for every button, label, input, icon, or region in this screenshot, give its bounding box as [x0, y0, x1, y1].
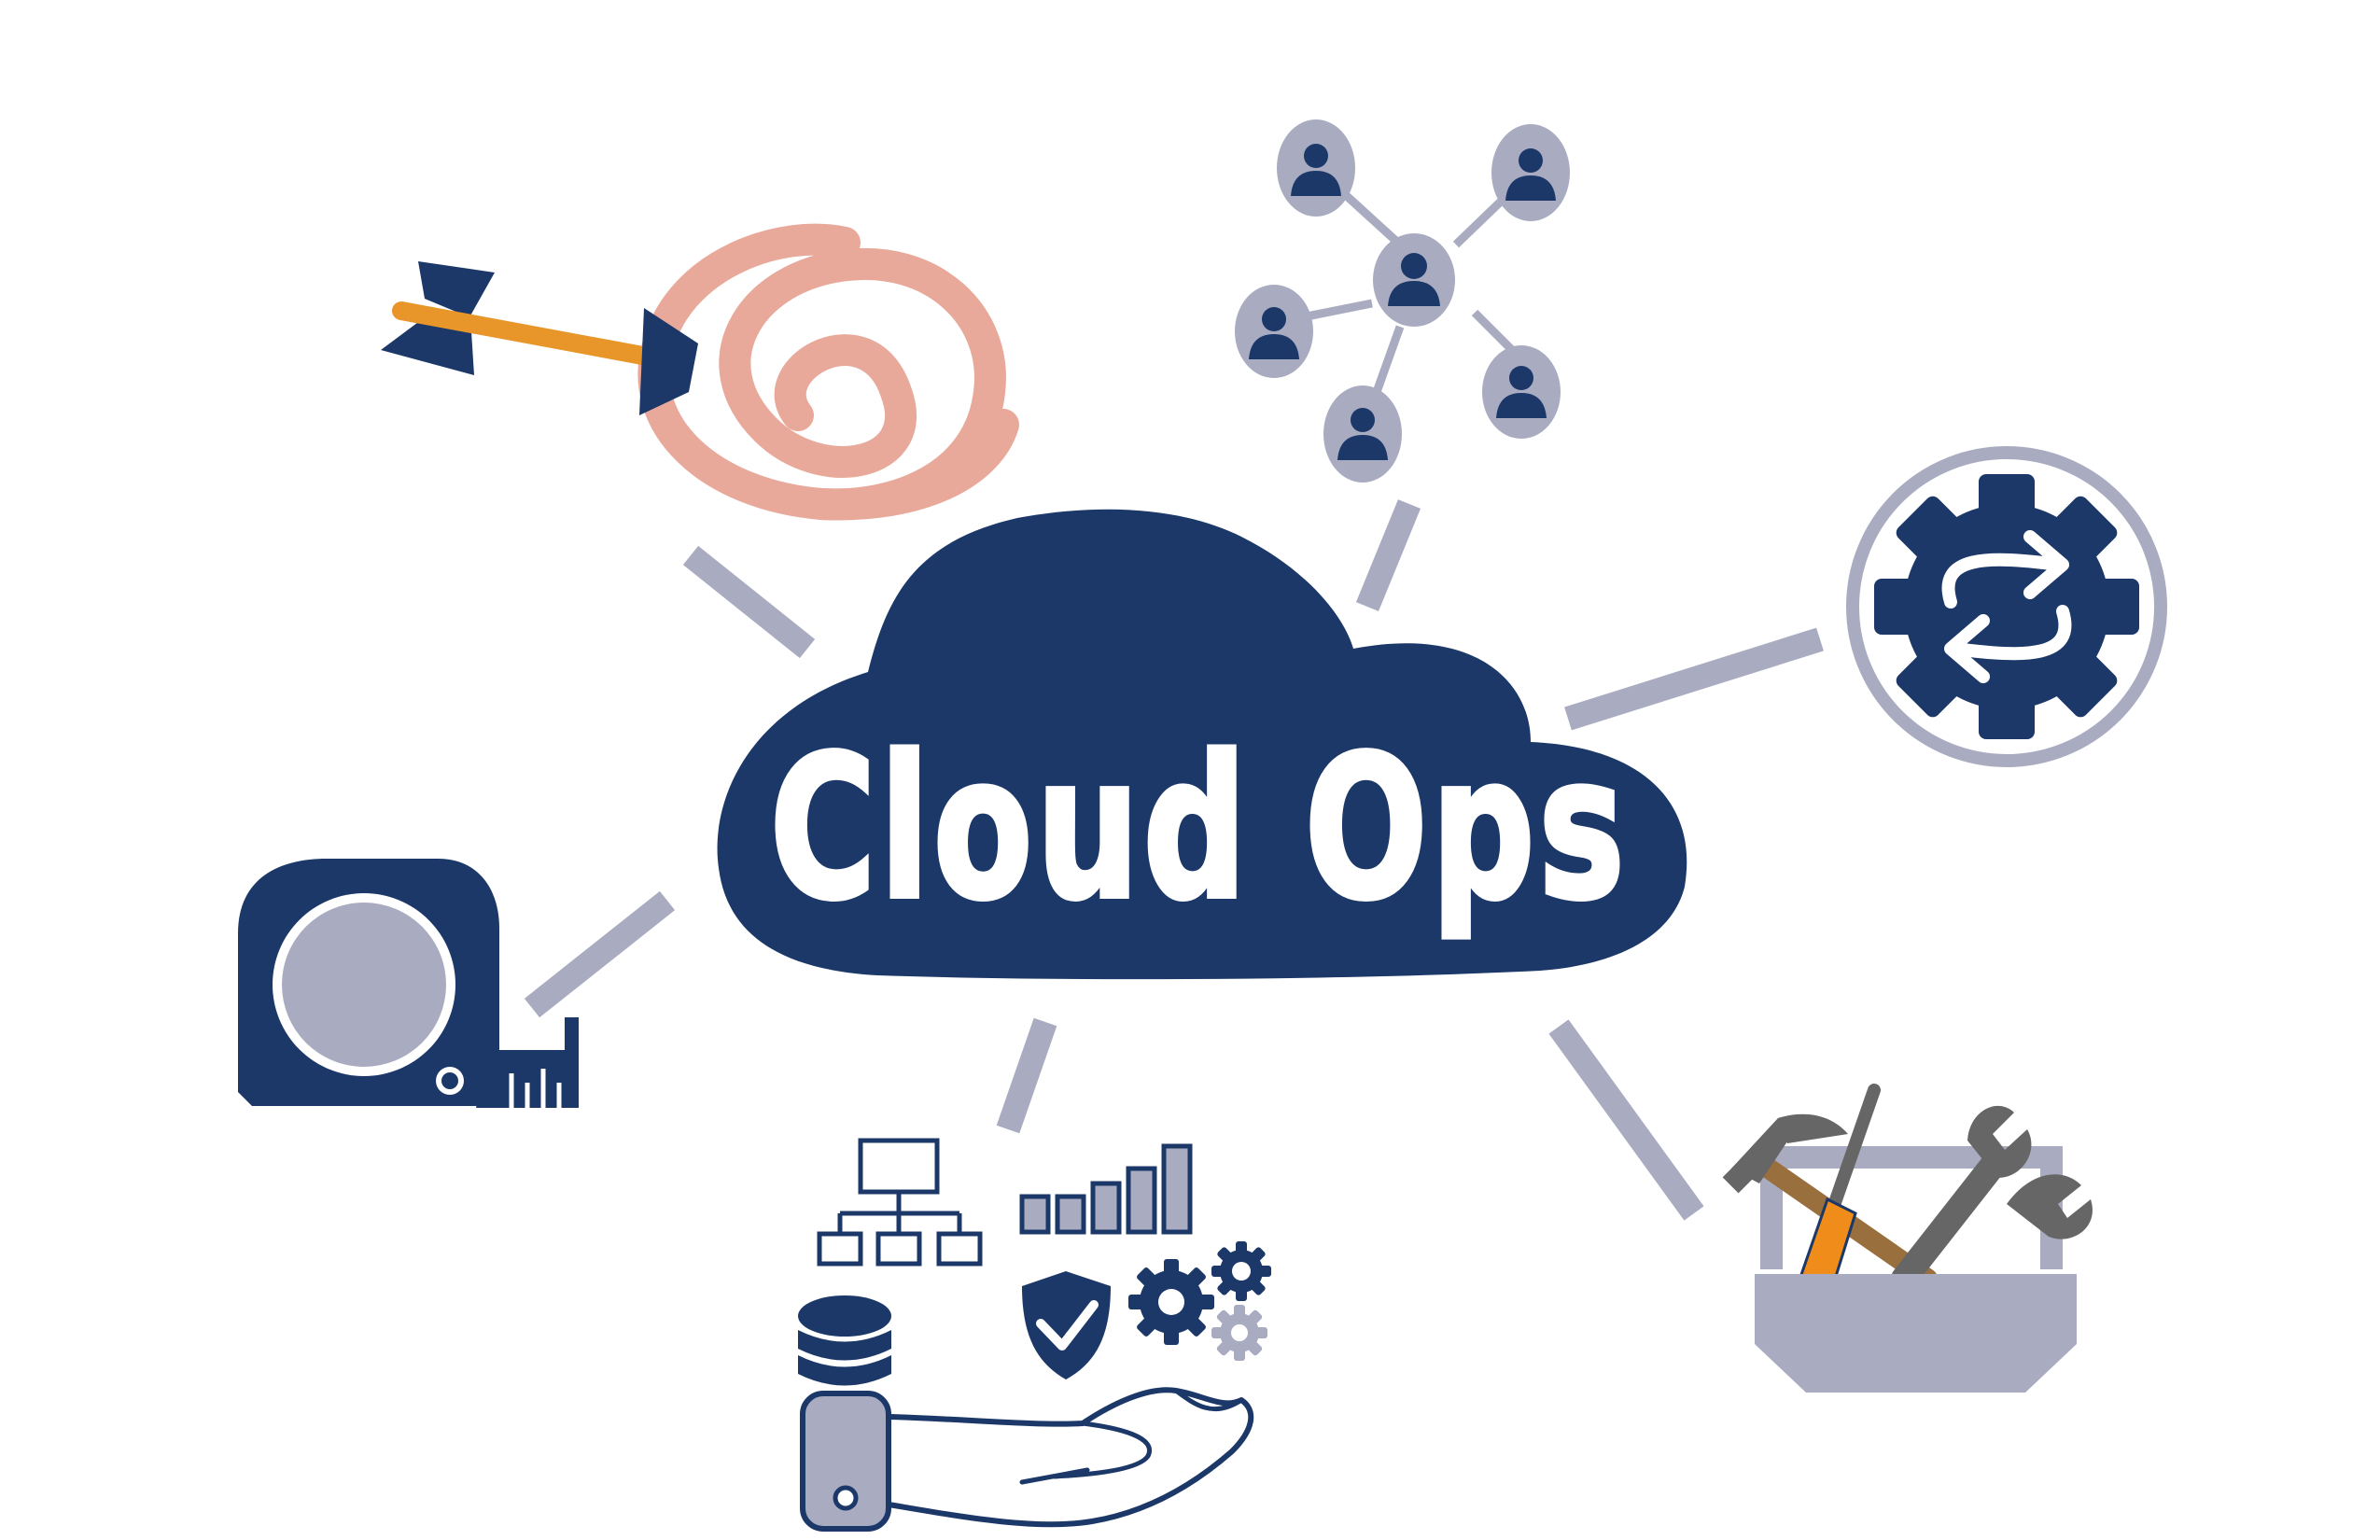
target-arrow-icon — [381, 223, 1019, 521]
network-node — [1491, 124, 1570, 221]
tape-ruler — [476, 1017, 579, 1108]
person-head — [1304, 144, 1328, 168]
hand-palm — [886, 1387, 1254, 1528]
org-chart-icon — [817, 1138, 983, 1267]
hand-services-icon — [798, 1138, 1271, 1532]
open-hand-icon — [800, 1387, 1254, 1532]
target-outer-tail — [805, 409, 1019, 521]
gears-icon — [1128, 1241, 1271, 1361]
arrow-fletching-top — [418, 261, 495, 317]
database-icon — [798, 1295, 891, 1386]
toolbox-body — [1755, 1274, 2077, 1393]
network-link — [1301, 299, 1373, 322]
cuff-button — [833, 1485, 859, 1511]
shield-check-icon — [1022, 1271, 1111, 1379]
person-head — [1351, 408, 1375, 432]
network-node — [1323, 385, 1402, 483]
network-node-center — [1373, 233, 1455, 327]
person-head — [1401, 253, 1427, 279]
connector-target — [682, 545, 816, 659]
connectors — [524, 499, 1824, 1221]
connector-automation — [1564, 627, 1824, 731]
tape-window — [282, 903, 446, 1067]
cloud-shape — [717, 509, 1687, 980]
connector-services — [996, 1017, 1057, 1134]
bar-chart-icon — [1019, 1143, 1193, 1235]
wrench-icon — [1891, 1105, 2093, 1292]
person-body — [1291, 171, 1341, 196]
target-spiral — [637, 223, 1006, 521]
toolbox-icon — [1722, 1084, 2093, 1393]
gear-shape — [1874, 474, 2139, 739]
connector-network — [1355, 499, 1421, 611]
network-link — [1372, 325, 1405, 394]
network-node — [1482, 345, 1561, 439]
people-network-icon — [1235, 119, 1570, 483]
connector-measure — [524, 890, 676, 1018]
connector-tools — [1548, 1019, 1704, 1221]
person-body — [1249, 334, 1299, 359]
person-body — [1337, 435, 1388, 460]
person-head — [1509, 366, 1533, 390]
arrow-head — [639, 308, 698, 415]
central-cloud: Cloud Ops — [717, 509, 1687, 980]
arrow-fletching-bottom — [381, 317, 474, 375]
network-node — [1277, 119, 1355, 217]
tape-measure-icon — [238, 859, 579, 1108]
person-head — [1262, 307, 1286, 331]
gear-sync-icon — [1846, 446, 2167, 767]
hand-fingers — [1019, 1388, 1244, 1485]
person-body — [1388, 281, 1440, 306]
sync-arrows — [1941, 530, 2072, 683]
cloud-title: Cloud Ops — [770, 714, 1629, 943]
network-node — [1235, 285, 1313, 378]
tape-ruler-ticks — [509, 1069, 562, 1108]
person-body — [1505, 175, 1556, 201]
person-body — [1496, 393, 1547, 418]
tape-button-inner — [441, 1072, 458, 1089]
person-head — [1519, 148, 1543, 173]
arrow-shaft — [392, 301, 672, 369]
